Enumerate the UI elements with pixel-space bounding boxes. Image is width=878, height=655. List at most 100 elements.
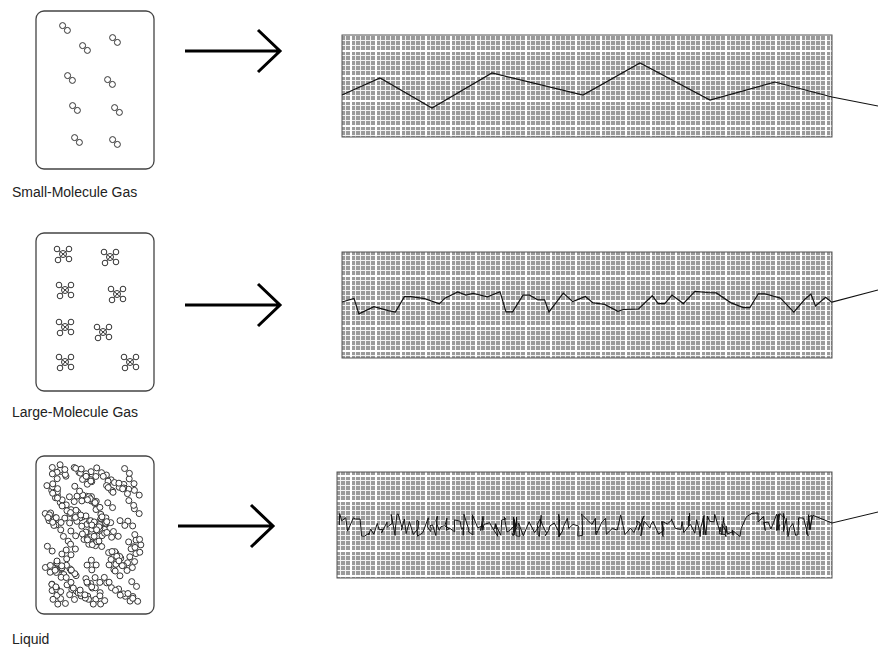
- atom: [68, 329, 74, 335]
- atom: [78, 466, 84, 472]
- atom: [108, 286, 114, 292]
- molecules: [54, 246, 139, 371]
- atom: [93, 562, 99, 568]
- sample-label: Small-Molecule Gas: [12, 184, 137, 200]
- atom: [106, 334, 112, 340]
- sample-label: Large-Molecule Gas: [12, 404, 138, 420]
- atom: [112, 105, 118, 111]
- atom: [55, 486, 61, 492]
- atom: [112, 587, 118, 593]
- container: [36, 456, 154, 614]
- container: [36, 11, 154, 169]
- atom: [70, 103, 76, 109]
- atom: [110, 35, 116, 41]
- atom: [105, 485, 111, 491]
- atom: [65, 73, 71, 79]
- molecules: [60, 23, 123, 148]
- atom: [99, 514, 105, 520]
- atom: [67, 510, 73, 516]
- atom: [79, 498, 85, 504]
- atom: [89, 479, 95, 485]
- atom: [62, 467, 68, 473]
- atom: [47, 562, 53, 568]
- atom: [120, 486, 126, 492]
- atom: [138, 542, 144, 548]
- atom: [67, 520, 73, 526]
- atom: [63, 575, 69, 581]
- arrow: [178, 505, 273, 547]
- atom: [54, 495, 60, 501]
- molecules: [42, 462, 144, 607]
- atom: [66, 494, 72, 500]
- atom: [72, 135, 78, 141]
- atom: [71, 596, 77, 602]
- atom: [68, 567, 74, 573]
- atom: [97, 504, 103, 510]
- atom: [114, 141, 120, 147]
- atom: [56, 354, 62, 360]
- trace: [342, 290, 878, 314]
- atom: [68, 579, 74, 585]
- atom: [57, 365, 63, 371]
- atom: [104, 519, 110, 525]
- atom: [132, 532, 138, 538]
- atom: [57, 462, 63, 468]
- atom: [131, 481, 137, 487]
- atom: [62, 600, 68, 606]
- atom: [70, 585, 76, 591]
- atom: [109, 81, 115, 87]
- atom: [68, 528, 74, 534]
- arrow: [185, 30, 280, 72]
- atom: [137, 549, 143, 555]
- atom: [105, 77, 111, 83]
- atom: [122, 365, 128, 371]
- container: [36, 233, 154, 391]
- atom: [63, 547, 69, 553]
- atom: [101, 249, 107, 255]
- atom: [133, 354, 139, 360]
- atom: [110, 505, 116, 511]
- atom: [54, 476, 60, 482]
- atom: [45, 515, 51, 521]
- atom: [122, 466, 128, 472]
- atom: [124, 491, 130, 497]
- atom: [124, 567, 130, 573]
- atom: [136, 511, 142, 517]
- atom: [50, 490, 56, 496]
- atom: [68, 354, 74, 360]
- chart-strip: [337, 472, 832, 578]
- atom: [54, 558, 60, 564]
- arrow: [185, 284, 280, 326]
- atom: [137, 536, 143, 542]
- container-outline: [35, 10, 155, 170]
- atom: [68, 319, 74, 325]
- atom: [95, 335, 101, 341]
- atom: [114, 39, 120, 45]
- atom: [116, 480, 122, 486]
- atom: [120, 286, 126, 292]
- atom: [53, 584, 59, 590]
- atom: [106, 579, 112, 585]
- chart-strip: [342, 252, 832, 358]
- atom: [73, 533, 79, 539]
- atom: [96, 538, 102, 544]
- atom: [92, 500, 98, 506]
- atom: [106, 324, 112, 330]
- atom: [82, 592, 88, 598]
- arrows: [178, 30, 280, 547]
- trace: [342, 63, 878, 108]
- atom: [134, 583, 140, 589]
- atom: [56, 319, 62, 325]
- atom: [88, 557, 94, 563]
- atom: [68, 541, 74, 547]
- atom: [52, 567, 58, 573]
- atom: [117, 592, 123, 598]
- sample-container: Liquid: [10, 453, 190, 649]
- atom: [80, 43, 86, 49]
- atom: [109, 549, 115, 555]
- atom: [136, 492, 142, 498]
- atom: [133, 364, 139, 370]
- atom: [49, 464, 55, 470]
- atom: [79, 523, 85, 529]
- atom: [125, 591, 131, 597]
